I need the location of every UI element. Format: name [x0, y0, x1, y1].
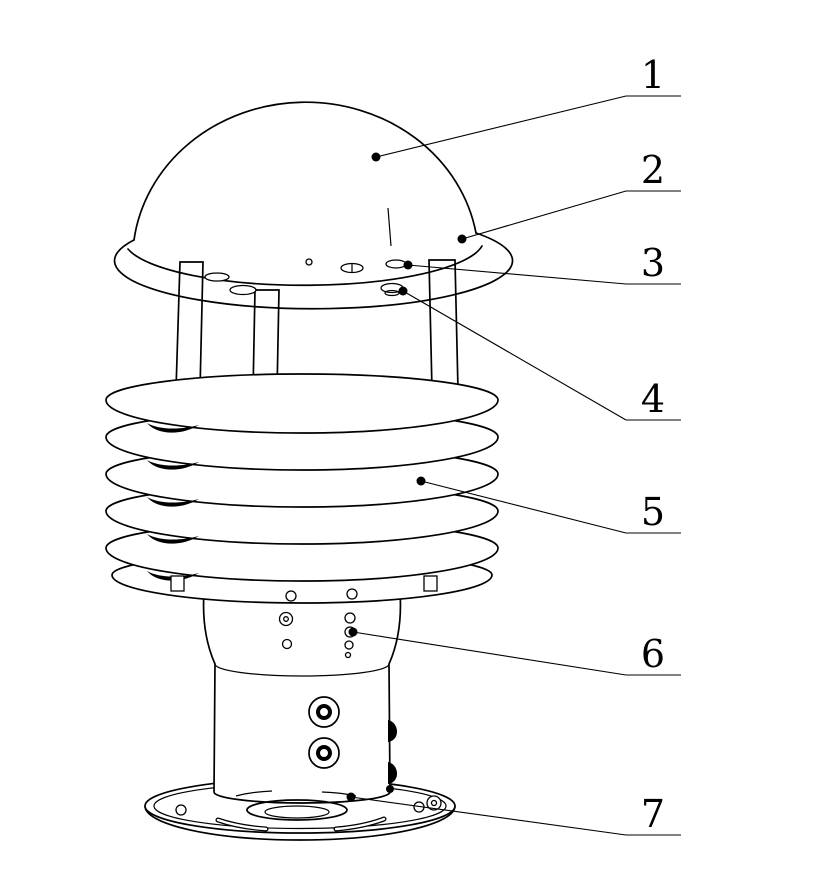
louver-gap-shadow: [147, 497, 199, 507]
base-center-opening-inner: [264, 805, 330, 819]
body-screw: [283, 616, 289, 622]
base-groove: [235, 790, 273, 797]
leader-dot-3: [403, 260, 413, 270]
body-screw: [344, 651, 352, 659]
callout-number-3: 3: [641, 241, 665, 285]
sensor-body: [202, 591, 402, 804]
side-gland: [388, 762, 398, 784]
callout-number-1: 1: [641, 53, 665, 97]
leader-dot-7: [346, 792, 356, 802]
louver-gap-shadow: [147, 534, 199, 544]
callout-5: 5: [416, 476, 681, 534]
callout-number-6: 6: [641, 632, 665, 676]
pillar-right: [428, 259, 459, 391]
leader-dot-4: [398, 286, 408, 296]
body-screw: [344, 640, 354, 650]
connector-pin: [316, 704, 332, 720]
pillar-boss: [204, 272, 230, 282]
callouts: 1 2 3 4 5: [346, 53, 681, 836]
leader-dot-2: [457, 234, 467, 244]
connector-pin: [316, 745, 332, 761]
base-slot-inner: [334, 817, 386, 831]
callout-number-4: 4: [641, 377, 665, 421]
callout-6: 6: [348, 627, 681, 676]
callout-number-2: 2: [641, 148, 665, 192]
body-screw: [344, 612, 356, 624]
mounting-base-details: [175, 790, 442, 832]
sensor-deck: [204, 258, 407, 297]
callout-4: 4: [398, 286, 681, 421]
side-gland: [386, 785, 394, 793]
leader-line-4: [402, 290, 627, 421]
callout-3: 3: [403, 241, 681, 285]
deck-hole: [305, 258, 313, 266]
dome-assembly: [113, 101, 514, 310]
leader-line-3: [407, 264, 627, 285]
leader-dot-1: [371, 152, 381, 162]
radiation-shield: [105, 373, 499, 604]
body-outline: [202, 591, 402, 804]
callout-2: 2: [457, 148, 681, 244]
leader-line-1: [375, 95, 627, 158]
dome-seam: [387, 207, 392, 247]
leader-line-5: [420, 480, 627, 534]
leader-dot-6: [348, 627, 358, 637]
louver-plate: [105, 373, 499, 434]
shield-tab: [170, 575, 185, 592]
louver-gap-shadow: [147, 460, 199, 470]
leader-line-7: [350, 796, 627, 836]
dome: [133, 101, 477, 241]
side-gland: [388, 720, 398, 742]
shield-tab: [423, 575, 438, 592]
body-joint-seam: [214, 663, 390, 677]
pillar-boss: [229, 284, 257, 296]
body-screw: [281, 638, 293, 650]
callout-7: 7: [346, 792, 681, 836]
callout-number-5: 5: [641, 490, 665, 534]
mounting-ring-outer: [113, 232, 514, 310]
callout-number-7: 7: [641, 792, 665, 836]
base-center-opening: [246, 799, 348, 821]
shield-screw: [346, 588, 358, 600]
base-slot-inner: [216, 818, 268, 831]
support-pillars: [175, 259, 459, 393]
callout-1: 1: [371, 53, 681, 162]
louver-gap-shadow: [147, 571, 199, 581]
shield-screw: [285, 590, 297, 602]
leader-line-6: [352, 631, 627, 676]
mounting-ring-inner: [127, 245, 483, 287]
deck-screw: [385, 259, 407, 269]
base-bolt-hole: [430, 799, 438, 807]
base-bolt-hole: [175, 804, 187, 816]
pillar-left: [175, 261, 204, 391]
leader-dot-5: [416, 476, 426, 486]
body-base-seam: [213, 791, 391, 804]
louver-gap-shadow: [147, 423, 199, 433]
leader-line-2: [461, 190, 627, 240]
